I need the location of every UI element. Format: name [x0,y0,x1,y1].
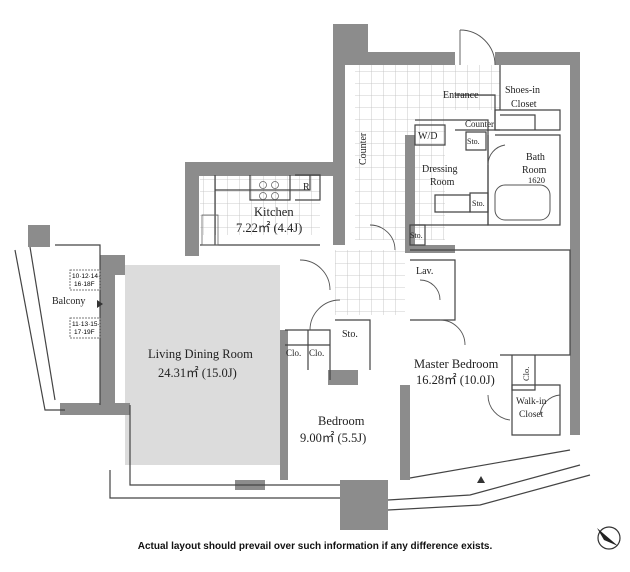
sto-label-3: Sto. [410,231,423,240]
master-bedroom-label: Master Bedroom [414,357,499,371]
shoes-closet-label-2: Closet [511,99,537,110]
balcony-label: Balcony [52,296,85,307]
counter-label-entrance: Counter [465,119,494,129]
sto-label-2: Sto. [472,199,485,208]
closet-label-2: Clo. [309,348,324,358]
sto-label-4: Sto. [342,329,358,340]
closet-label-3: Clo. [521,367,531,381]
balcony-floors-2b: 17·19F [74,329,95,336]
balcony-note-box [69,269,101,291]
bath-room-label: Bath [526,152,545,163]
disclaimer-note: Actual layout should prevail over such i… [137,541,493,552]
sto-label-1: Sto. [467,137,480,146]
master-bedroom-area: 16.28㎡ (10.0J) [416,373,495,387]
bath-size-label: 1620 [528,175,545,185]
bath-tub [494,184,551,221]
kitchen-label: Kitchen [254,205,294,219]
dressing-room-label: Dressing [422,164,458,175]
balcony-arrow-icon [97,300,103,308]
tile-floor [200,65,500,315]
balcony-floors-2a: 11·13·15· [72,321,100,328]
counter-label-hall: Counter [358,132,369,165]
walls [28,24,580,530]
dressing-room-label-2: Room [430,177,455,188]
closet-label-1: Clo. [286,348,301,358]
kitchen-area: 7.22㎡ (4.4J) [236,221,302,235]
bath-room-label-2: Room [522,165,547,176]
fridge-label: R [303,182,310,193]
living-dining-room-label: Living Dining Room [148,347,253,361]
balcony-note-box-2 [69,317,101,339]
marker-triangle-icon [477,476,485,483]
living-floor [125,265,280,465]
bedroom-label: Bedroom [318,414,365,428]
lav-label: Lav. [416,266,433,277]
walk-in-closet-label: Walk-in [516,397,547,407]
balcony-floors-1b: 16·18F [74,281,95,288]
entrance-label: Entrance [443,90,479,101]
door-swings [299,29,561,421]
thin-walls [14,65,591,511]
wd-label: W/D [418,131,437,142]
living-dining-room-area: 24.31㎡ (15.0J) [158,366,237,380]
walk-in-closet-label-2: Closet [519,410,544,420]
balcony-floors-1a: 10·12·14· [72,273,100,280]
compass-icon [597,526,621,550]
shoes-closet-label: Shoes-in [505,85,540,96]
kitchen-fixtures [201,181,279,246]
bedroom-area: 9.00㎡ (5.5J) [300,431,366,445]
